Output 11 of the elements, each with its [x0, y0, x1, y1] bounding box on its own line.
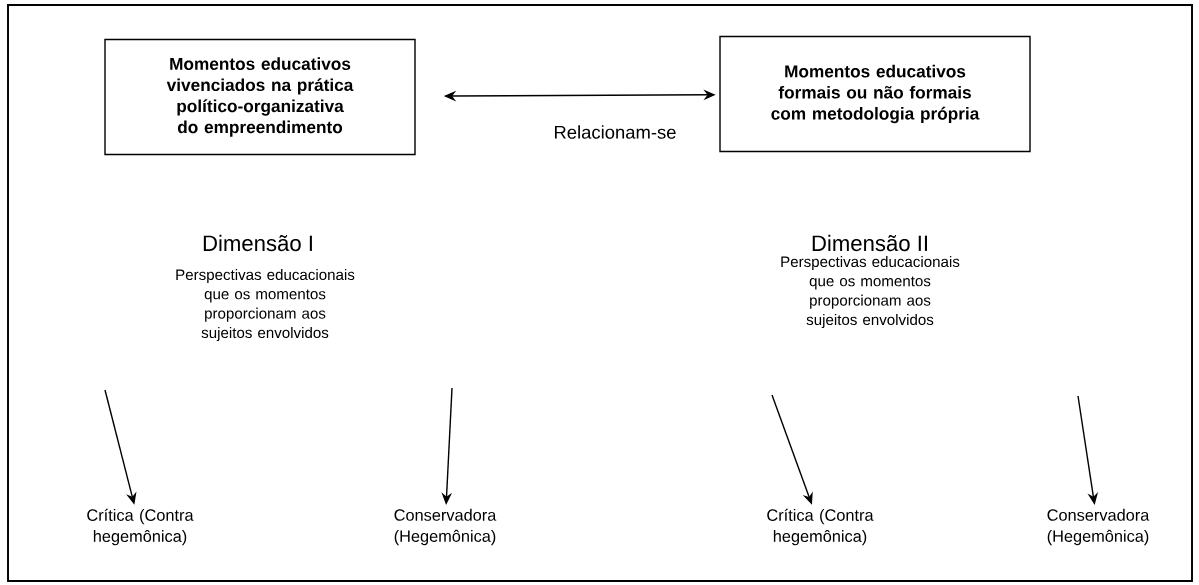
category-label: Conservadora (Hegemônica)	[394, 508, 497, 546]
text-box: Momentos educativos vivenciados na prática político-organizativa do empreendimento	[104, 38, 416, 156]
description-text: Perspectivas educacionais que os momentos proporcionam aos sujeitos envolvidos	[176, 268, 355, 342]
category-label: Conservadora (Hegemônica)	[1047, 508, 1150, 546]
edge-label: Relacionam-se	[551, 123, 679, 141]
section-heading: Dimensão II	[812, 234, 927, 252]
text-box: Momentos educativos formais ou não formais com metodologia própria	[719, 35, 1031, 153]
category-label: Crítica (Contra hegemônica)	[767, 508, 874, 546]
category-label: Crítica (Contra hegemônica)	[87, 508, 194, 546]
description-text: Perspectivas educacionais que os momentos proporcionam aos sujeitos envolvidos	[781, 255, 960, 329]
section-heading: Dimensão I	[203, 234, 312, 252]
